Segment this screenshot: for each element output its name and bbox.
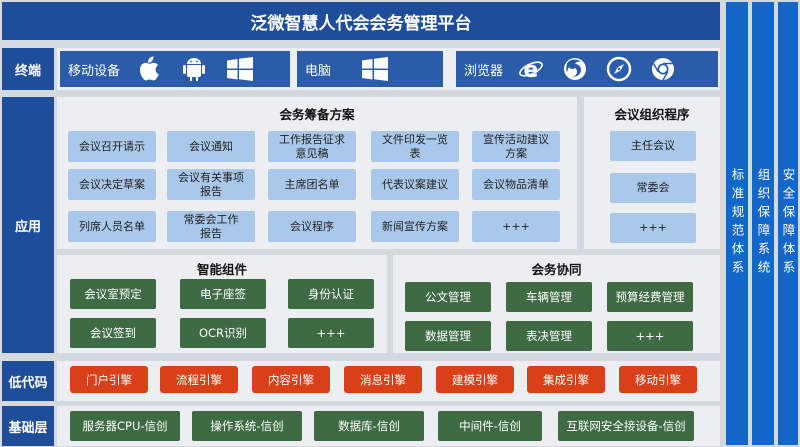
base-item[interactable]: 服务器CPU-信创 (70, 411, 180, 441)
plan-item[interactable]: 会议召开请示 (68, 131, 156, 162)
smart-item[interactable]: OCR识别 (180, 318, 266, 348)
mobile-device-box: 移动设备 (60, 51, 290, 87)
engine-item[interactable]: 消息引擎 (344, 366, 422, 393)
row-label-terminal: 终端 (2, 48, 54, 90)
smart-item[interactable]: 身份认证 (288, 279, 374, 309)
plan-item[interactable]: 会议程序 (268, 211, 356, 242)
ie-icon: e (517, 55, 545, 83)
plan-item[interactable]: 代表议案建议 (371, 169, 459, 200)
browser-box: 浏览器 e (456, 51, 718, 87)
base-item[interactable]: 中间件-信创 (438, 411, 542, 441)
pc-label: 电脑 (305, 63, 332, 79)
row-label-lowcode: 低代码 (2, 361, 54, 401)
browser-label: 浏览器 (464, 63, 504, 79)
smart-item[interactable]: 会议签到 (70, 318, 156, 348)
plan-item[interactable]: 常委会工作 报告 (167, 211, 255, 242)
collab-item[interactable]: 预算经费管理 (607, 282, 693, 312)
row-label-application: 应用 (2, 97, 54, 353)
plan-item[interactable]: 会议物品清单 (472, 169, 560, 200)
plan-item[interactable]: 宣传活动建议 方案 (472, 131, 560, 162)
org-title: 会议组织程序 (614, 107, 690, 122)
plan-item[interactable]: 会议有关事项 报告 (167, 169, 255, 200)
plan-item[interactable]: 文件印发一览 表 (371, 131, 459, 162)
smart-title: 智能组件 (196, 262, 247, 277)
engine-item[interactable]: 内容引擎 (252, 366, 330, 393)
org-item[interactable]: 常委会 (610, 173, 696, 203)
platform-title: 泛微智慧人代会会务管理平台 (2, 2, 720, 40)
base-item[interactable]: 数据库-信创 (314, 411, 424, 441)
mobile-device-label: 移动设备 (68, 63, 121, 79)
collab-item[interactable]: 公文管理 (405, 282, 491, 312)
row-label-base: 基础层 (2, 406, 54, 446)
plan-item[interactable]: +++ (472, 211, 560, 242)
side-column-standards: 标准规范体系 (726, 2, 748, 445)
smart-item[interactable]: 电子座签 (180, 279, 266, 309)
engine-item[interactable]: 建模引擎 (436, 366, 514, 393)
collab-title: 会务协同 (531, 262, 582, 277)
smart-item[interactable]: 会议室预定 (70, 279, 156, 309)
plan-item[interactable]: 新闻宣传方案 (371, 211, 459, 242)
smart-item[interactable]: +++ (288, 318, 374, 348)
collab-item[interactable]: 车辆管理 (506, 282, 592, 312)
pc-box: 电脑 (297, 51, 443, 87)
firefox-icon (561, 55, 589, 83)
collab-item[interactable]: 数据管理 (405, 321, 491, 351)
collab-item[interactable]: +++ (607, 321, 693, 351)
engine-item[interactable]: 流程引擎 (160, 366, 238, 393)
chrome-icon (649, 55, 677, 83)
windows-icon (361, 55, 389, 83)
engine-item[interactable]: 门户引擎 (70, 366, 148, 393)
plan-item[interactable]: 会议通知 (167, 131, 255, 162)
org-item[interactable]: +++ (610, 213, 696, 243)
windows-icon (226, 55, 254, 83)
plan-title: 会务筹备方案 (279, 107, 355, 122)
apple-icon (134, 55, 162, 83)
plan-item[interactable]: 主席团名单 (268, 169, 356, 200)
engine-item[interactable]: 集成引擎 (527, 366, 605, 393)
org-item[interactable]: 主任会议 (610, 131, 696, 161)
base-item[interactable]: 操作系统-信创 (192, 411, 302, 441)
android-icon (180, 55, 208, 83)
side-column-organization: 组织保障系统 (752, 2, 774, 445)
engine-item[interactable]: 移动引擎 (619, 366, 697, 393)
side-column-security: 安全保障体系 (778, 2, 798, 445)
collab-item[interactable]: 表决管理 (506, 321, 592, 351)
base-item[interactable]: 互联网安全接设备-信创 (558, 411, 694, 441)
plan-item[interactable]: 工作报告征求 意见稿 (268, 131, 356, 162)
plan-item[interactable]: 会议决定草案 (68, 169, 156, 200)
safari-icon (605, 55, 633, 83)
plan-item[interactable]: 列席人员名单 (68, 211, 156, 242)
